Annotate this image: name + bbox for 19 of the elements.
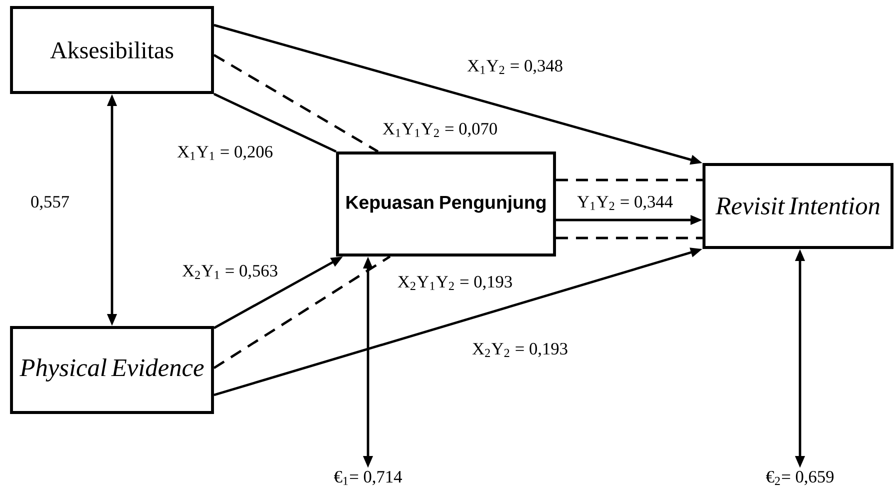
edge-label: X$_{1}$Y$_{1}$ = 0,206 <box>176 144 274 162</box>
construct-box: Aksesibilitas <box>10 6 214 94</box>
error-term-label: €$_{1}$= 0,714 <box>334 470 402 486</box>
edge-label: X$_{1}$Y$_{2}$ = 0,348 <box>466 58 564 76</box>
edge-label: X$_{1}$Y$_{1}$Y$_{2}$ = 0,070 <box>381 122 499 138</box>
construct-box: Kepuasan Pengunjung <box>336 152 556 256</box>
path-line <box>213 255 391 370</box>
construct-box: Physical Evidence <box>10 326 214 414</box>
edge-label: X$_{2}$Y$_{2}$ = 0,193 <box>470 342 570 358</box>
edge-label: 0,557 <box>29 194 71 212</box>
edge-label: X$_{2}$Y$_{1}$Y$_{2}$ = 0,193 <box>396 274 514 292</box>
error-term-label: €$_{2}$= 0,659 <box>766 470 834 486</box>
edge-label: X$_{2}$Y$_{1}$ = 0,563 <box>180 264 280 280</box>
path-line <box>556 236 703 240</box>
path-line <box>213 92 337 153</box>
edge-label: Y$_{1}$Y$_{2}$ = 0,344 <box>576 194 674 212</box>
path-line <box>213 54 379 153</box>
path-line <box>556 178 703 182</box>
construct-box: Revisit Intention <box>702 163 894 249</box>
